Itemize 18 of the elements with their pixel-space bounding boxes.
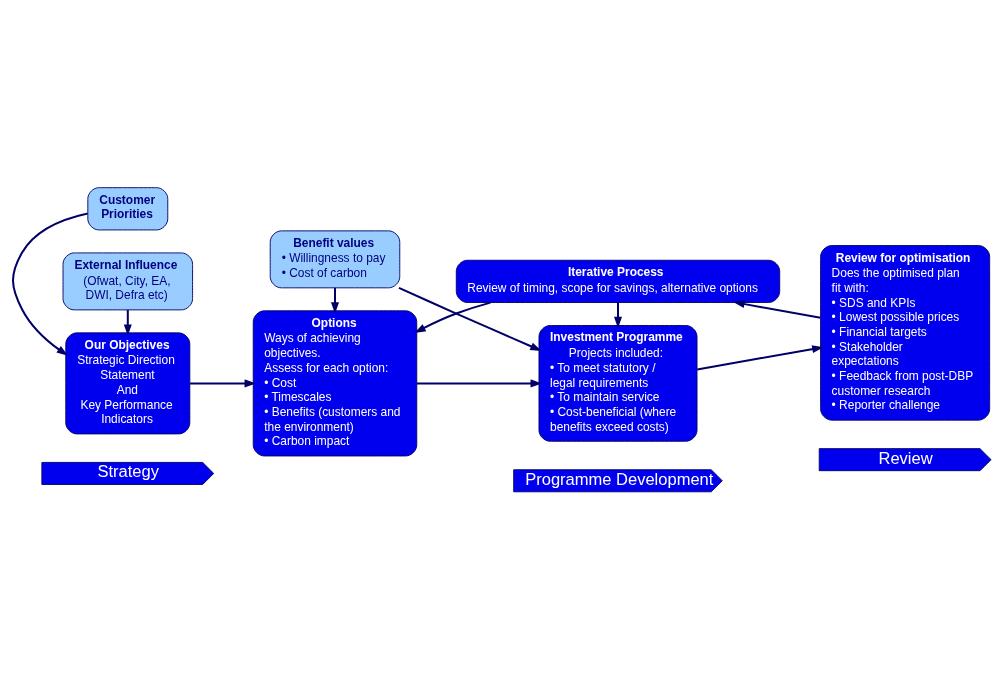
arrow [398, 286, 542, 351]
node-box: Benefit values • Willingness to pay • Cost of carbon [269, 229, 401, 288]
arrow [331, 287, 339, 314]
node-box: Investment Programme Projects included: • To meet statutory / legal requirements • To maintain service • Cost-beneficial (where benefits exceed costs) [538, 324, 698, 442]
node-box: Iterative Process Review of timing, scope for savings, alternative options [455, 259, 781, 303]
arrow [190, 378, 256, 387]
node-box: Our Objectives Strategic Direction Statement And Key Performance Indicators [65, 331, 191, 434]
node-box: Options Ways of achieving objectives. Assess for each option: • Cost • Timescales • Benefits (customers and the environment) • Carbon impact [252, 309, 418, 456]
arrow [697, 344, 824, 370]
arrow [123, 309, 132, 336]
arrow [614, 302, 622, 328]
arrow [416, 378, 542, 387]
arrow [414, 301, 491, 333]
node-box: Review for optimisation Does the optimised plan fit with: • SDS and KPIs • Lowest possible prices • Financial targets • Stakeholder expectations • Feedback from post-DBP customer research • Reporter challenge [820, 244, 991, 421]
arrow [733, 299, 821, 319]
node-box: External Influence (Ofwat, City, EA, DWI, Defra etc) [62, 251, 194, 310]
arrow [12, 211, 88, 356]
node-box: Customer Priorities [87, 186, 169, 230]
